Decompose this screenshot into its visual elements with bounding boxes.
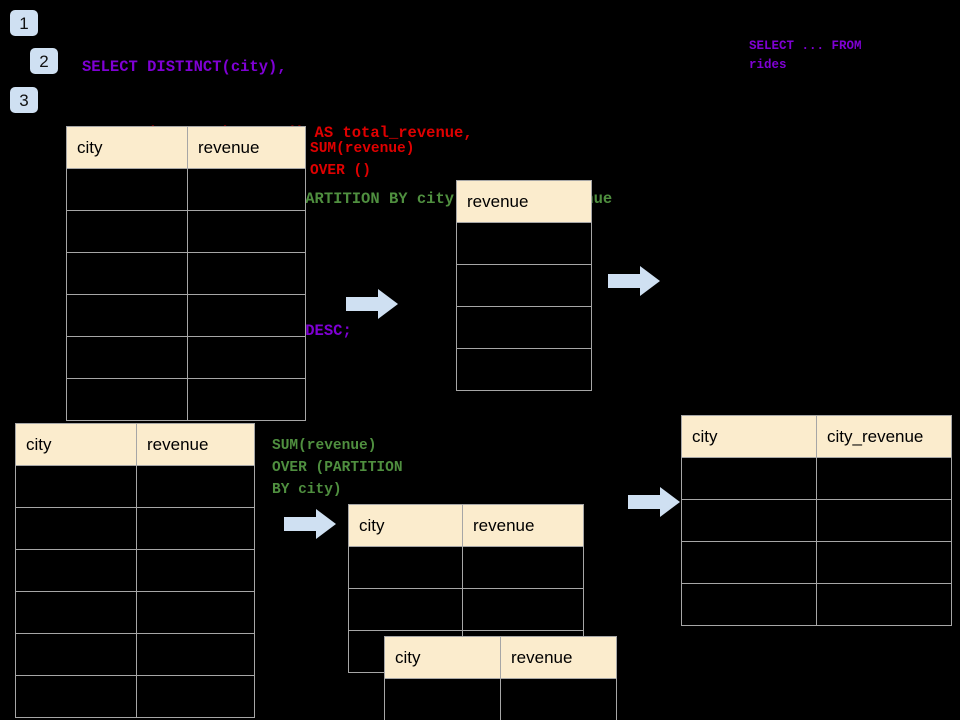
table-row [681, 541, 952, 584]
cell-city [681, 457, 817, 500]
column-header-revenue: revenue [187, 126, 306, 169]
cell-city [15, 591, 137, 634]
table-header-row: city city_revenue [681, 415, 952, 458]
cell-city [681, 541, 817, 584]
cell-city [66, 168, 188, 211]
annotation-sum-over-empty: SUM(revenue) OVER () [310, 141, 415, 179]
cell-revenue [136, 675, 255, 718]
cell-revenue [187, 168, 306, 211]
table-row [681, 499, 952, 542]
table-row [66, 378, 306, 421]
table-row [456, 348, 592, 391]
cell-city [15, 633, 137, 676]
cell-revenue [136, 633, 255, 676]
annotation-sum-over-partition: SUM(revenue) OVER (PARTITION BY city) [272, 438, 403, 498]
table-row [66, 210, 306, 253]
cell-revenue [136, 507, 255, 550]
partition-table-back: city revenue [348, 504, 584, 673]
cell-revenue [187, 378, 306, 421]
cell-city [66, 378, 188, 421]
table-row [348, 546, 584, 589]
cell-city [681, 499, 817, 542]
step-badge-2: 2 [30, 48, 58, 74]
cell-city [66, 294, 188, 337]
cell-city-revenue [816, 541, 952, 584]
step-badge-3: 3 [10, 87, 38, 113]
total-revenue-table: revenue [456, 180, 592, 391]
table-header-row: city revenue [66, 126, 306, 169]
cell-revenue [136, 591, 255, 634]
cell-revenue [187, 294, 306, 337]
column-header-city: city [66, 126, 188, 169]
table-row [66, 168, 306, 211]
table-row [384, 678, 617, 720]
table-row [15, 549, 255, 592]
cell-revenue [187, 210, 306, 253]
column-header-revenue: revenue [456, 180, 592, 223]
table-row [15, 633, 255, 676]
cell-revenue [462, 546, 584, 589]
arrow-total-to-result-icon [608, 266, 660, 296]
table-row [66, 252, 306, 295]
cell-city [15, 507, 137, 550]
table-row [15, 507, 255, 550]
column-header-revenue: revenue [136, 423, 255, 466]
step-badge-1: 1 [10, 10, 38, 36]
cell-city [681, 583, 817, 626]
column-header-revenue: revenue [500, 636, 617, 679]
cell-revenue [462, 588, 584, 631]
table-row [456, 222, 592, 265]
cell-revenue [187, 252, 306, 295]
table-row [681, 457, 952, 500]
partition-table-front: city revenue [384, 636, 617, 720]
table-header-row: city revenue [348, 504, 584, 547]
cell-city [15, 465, 137, 508]
cell-city [15, 675, 137, 718]
table-row [681, 583, 952, 626]
cell-city [348, 546, 463, 589]
cell-city [348, 588, 463, 631]
annotation-select-from: SELECT ... FROM rides [749, 39, 862, 72]
cell-revenue [456, 306, 592, 349]
cell-revenue [136, 549, 255, 592]
cell-city [66, 252, 188, 295]
cell-revenue [456, 348, 592, 391]
source-table-bottom: city revenue [15, 423, 255, 718]
cell-revenue [456, 264, 592, 307]
column-header-city: city [348, 504, 463, 547]
result-table: city city_revenue [681, 415, 952, 626]
arrow-source-to-total-icon [346, 289, 398, 319]
table-row [456, 264, 592, 307]
table-row [348, 588, 584, 631]
source-table-top: city revenue [66, 126, 306, 421]
cell-revenue [500, 678, 617, 720]
arrow-source-to-partition-icon [284, 509, 336, 539]
table-row [15, 465, 255, 508]
column-header-city: city [15, 423, 137, 466]
table-row [456, 306, 592, 349]
column-header-city: city [384, 636, 501, 679]
column-header-city: city [681, 415, 817, 458]
table-row [66, 336, 306, 379]
column-header-revenue: revenue [462, 504, 584, 547]
arrow-partition-to-result-icon [628, 487, 680, 517]
table-header-row: city revenue [384, 636, 617, 679]
column-header-city-revenue: city_revenue [816, 415, 952, 458]
cell-city-revenue [816, 499, 952, 542]
cell-city-revenue [816, 583, 952, 626]
cell-revenue [456, 222, 592, 265]
table-row [15, 591, 255, 634]
cell-city-revenue [816, 457, 952, 500]
table-row [15, 675, 255, 718]
table-row [66, 294, 306, 337]
table-header-row: city revenue [15, 423, 255, 466]
cell-city [384, 678, 501, 720]
cell-city [15, 549, 137, 592]
cell-revenue [187, 336, 306, 379]
sql-line-1: SELECT DISTINCT(city), [82, 58, 287, 76]
cell-city [66, 336, 188, 379]
cell-city [66, 210, 188, 253]
table-header-row: revenue [456, 180, 592, 223]
cell-revenue [136, 465, 255, 508]
